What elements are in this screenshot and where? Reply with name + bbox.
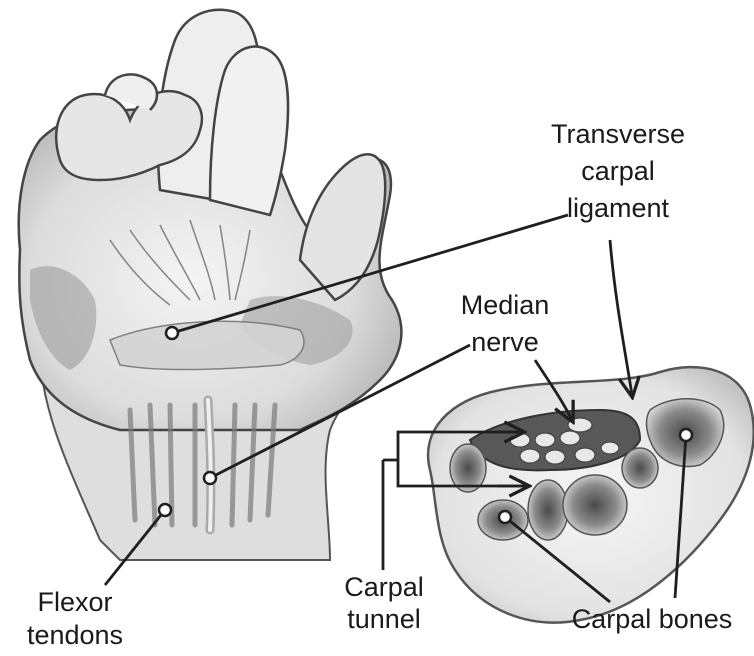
label-median-nerve: Median nerve [461, 290, 550, 357]
label-nerve-line-2: nerve [471, 327, 539, 357]
label-carpal-bones: Carpal bones [572, 604, 733, 634]
label-ligament-line-1: Transverse [551, 119, 685, 149]
label-nerve-line-1: Median [461, 290, 550, 320]
label-flexor-tendons: Flexor tendons [27, 587, 123, 650]
label-ligament-line-2: carpal [581, 156, 655, 186]
wrist-cross-section-icon [428, 367, 754, 622]
label-flexor-line-1: Flexor [37, 587, 112, 617]
label-flexor-line-2: tendons [27, 620, 123, 650]
label-ligament-line-3: ligament [567, 193, 670, 223]
label-carpal-tunnel: Carpal tunnel [344, 572, 424, 634]
leader-ligament-section [610, 240, 632, 395]
label-tunnel-line-1: Carpal [344, 572, 424, 602]
label-transverse-carpal-ligament: Transverse carpal ligament [551, 119, 685, 223]
label-tunnel-line-2: tunnel [347, 604, 421, 634]
